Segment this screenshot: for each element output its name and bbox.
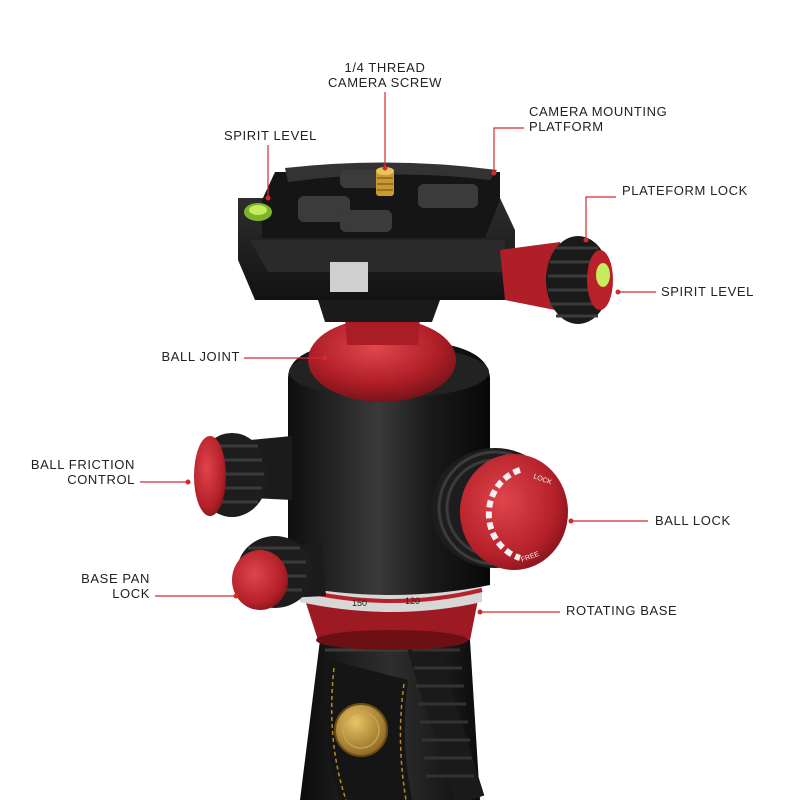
label-rotating-base-line1: ROTATING BASE [566,603,678,618]
label-plateform-lock-line1: PLATEFORM LOCK [622,183,748,198]
camera-mounting-platform [238,162,515,322]
label-thread-screw-line2: CAMERA SCREW [327,75,443,90]
label-thread-screw: 1/4 THREAD CAMERA SCREW [315,60,455,90]
label-base-pan-lock-line1: BASE PAN [81,571,150,586]
spirit-level-side [596,263,610,287]
label-ball-friction-line2: CONTROL [67,472,135,487]
label-ball-lock: BALL LOCK [655,513,731,528]
label-base-pan-lock-line2: LOCK [112,586,150,601]
label-spirit-level-right: SPIRIT LEVEL [661,284,754,299]
leader-plateform-lock [585,196,616,240]
label-mounting-platform: CAMERA MOUNTING PLATFORM [529,104,667,134]
label-mounting-platform-line1: CAMERA MOUNTING [529,104,668,119]
platform-lock-knob [500,236,613,324]
label-rotating-base: ROTATING BASE [566,603,677,618]
base-pan-lock-knob [232,536,326,610]
label-spirit-level-right-line1: SPIRIT LEVEL [661,284,754,299]
label-spirit-level-top-line1: SPIRIT LEVEL [224,128,317,143]
ball-friction-knob [194,433,292,517]
label-base-pan-lock: BASE PAN LOCK [30,571,150,601]
leader-mounting-platform [493,127,524,172]
carry-strap [326,660,412,800]
label-thread-screw-line1: 1/4 THREAD [344,60,426,75]
ball-joint [308,318,456,402]
label-ball-joint-line1: BALL JOINT [161,349,240,364]
label-mounting-platform-line2: PLATFORM [529,119,604,134]
spirit-level-top [244,203,272,221]
label-spirit-level-top: SPIRIT LEVEL [224,128,317,143]
ball-lock-knob: LOCK FREE [431,448,568,570]
base-scale-150: 150 [352,598,367,608]
base-scale-120: 120 [405,596,420,606]
camera-screw [376,167,394,196]
label-ball-friction-line1: BALL FRICTION [30,457,135,472]
label-ball-lock-line1: BALL LOCK [655,513,731,528]
label-ball-joint: BALL JOINT [120,349,240,364]
label-plateform-lock: PLATEFORM LOCK [622,183,748,198]
label-ball-friction: BALL FRICTION CONTROL [15,457,135,487]
